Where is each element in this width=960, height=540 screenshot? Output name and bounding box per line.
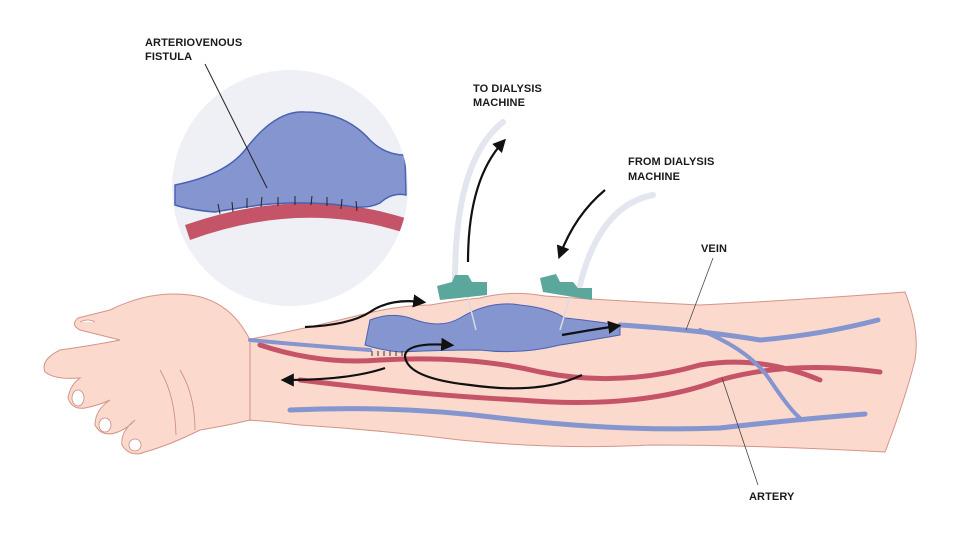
label-to-machine-line2: MACHINE <box>473 97 525 109</box>
inset-magnified-view <box>172 63 408 306</box>
arrow-to-machine <box>466 138 506 263</box>
arrow-loop <box>403 337 583 390</box>
fingernail <box>98 417 112 433</box>
arrow-into-fistula <box>304 294 427 329</box>
fingernail <box>71 389 85 407</box>
tube-to-machine <box>452 119 506 283</box>
suture-stitches <box>217 195 358 215</box>
palm-crease <box>179 369 196 431</box>
vein-upper <box>617 317 881 343</box>
arrow-to-hand <box>280 366 386 387</box>
inset-artery <box>185 203 405 240</box>
vein-branch <box>698 328 802 420</box>
hand <box>43 293 251 455</box>
needle-hub-outflow <box>437 275 487 300</box>
inset-vein-fistula <box>174 111 407 213</box>
wrist-vein <box>248 338 372 352</box>
artery-upper <box>257 342 823 383</box>
vein-leader-line <box>685 257 714 331</box>
palm-crease <box>159 369 177 436</box>
label-from-machine-line1: FROM DIALYSIS <box>628 156 714 168</box>
arm-suture-stitches <box>371 351 403 356</box>
needle-shaft <box>559 289 573 331</box>
fistula-leader-line <box>204 63 268 189</box>
fingernail <box>128 438 142 452</box>
artery-leader-line <box>721 377 759 486</box>
label-artery: ARTERY <box>749 491 795 503</box>
label-from-machine-line2: MACHINE <box>628 171 680 183</box>
arrow-from-machine <box>556 189 606 260</box>
vein-lower <box>287 406 868 432</box>
arrow-along-vein <box>561 320 622 337</box>
dialysis-needles <box>437 119 656 331</box>
vessels <box>248 317 883 432</box>
label-vein: VEIN <box>701 243 727 255</box>
label-to-machine-line1: TO DIALYSIS <box>473 83 542 95</box>
label-fistula-line2: FISTULA <box>145 51 192 63</box>
needle-hub-inflow <box>540 274 592 300</box>
arm-skin <box>239 291 917 453</box>
label-fistula-line1: ARTERIOVENOUS <box>145 37 242 49</box>
flow-arrows <box>280 138 622 390</box>
tube-from-machine <box>577 192 656 288</box>
fistula-enlarged-vein <box>364 303 621 353</box>
thumbnail <box>79 319 96 323</box>
